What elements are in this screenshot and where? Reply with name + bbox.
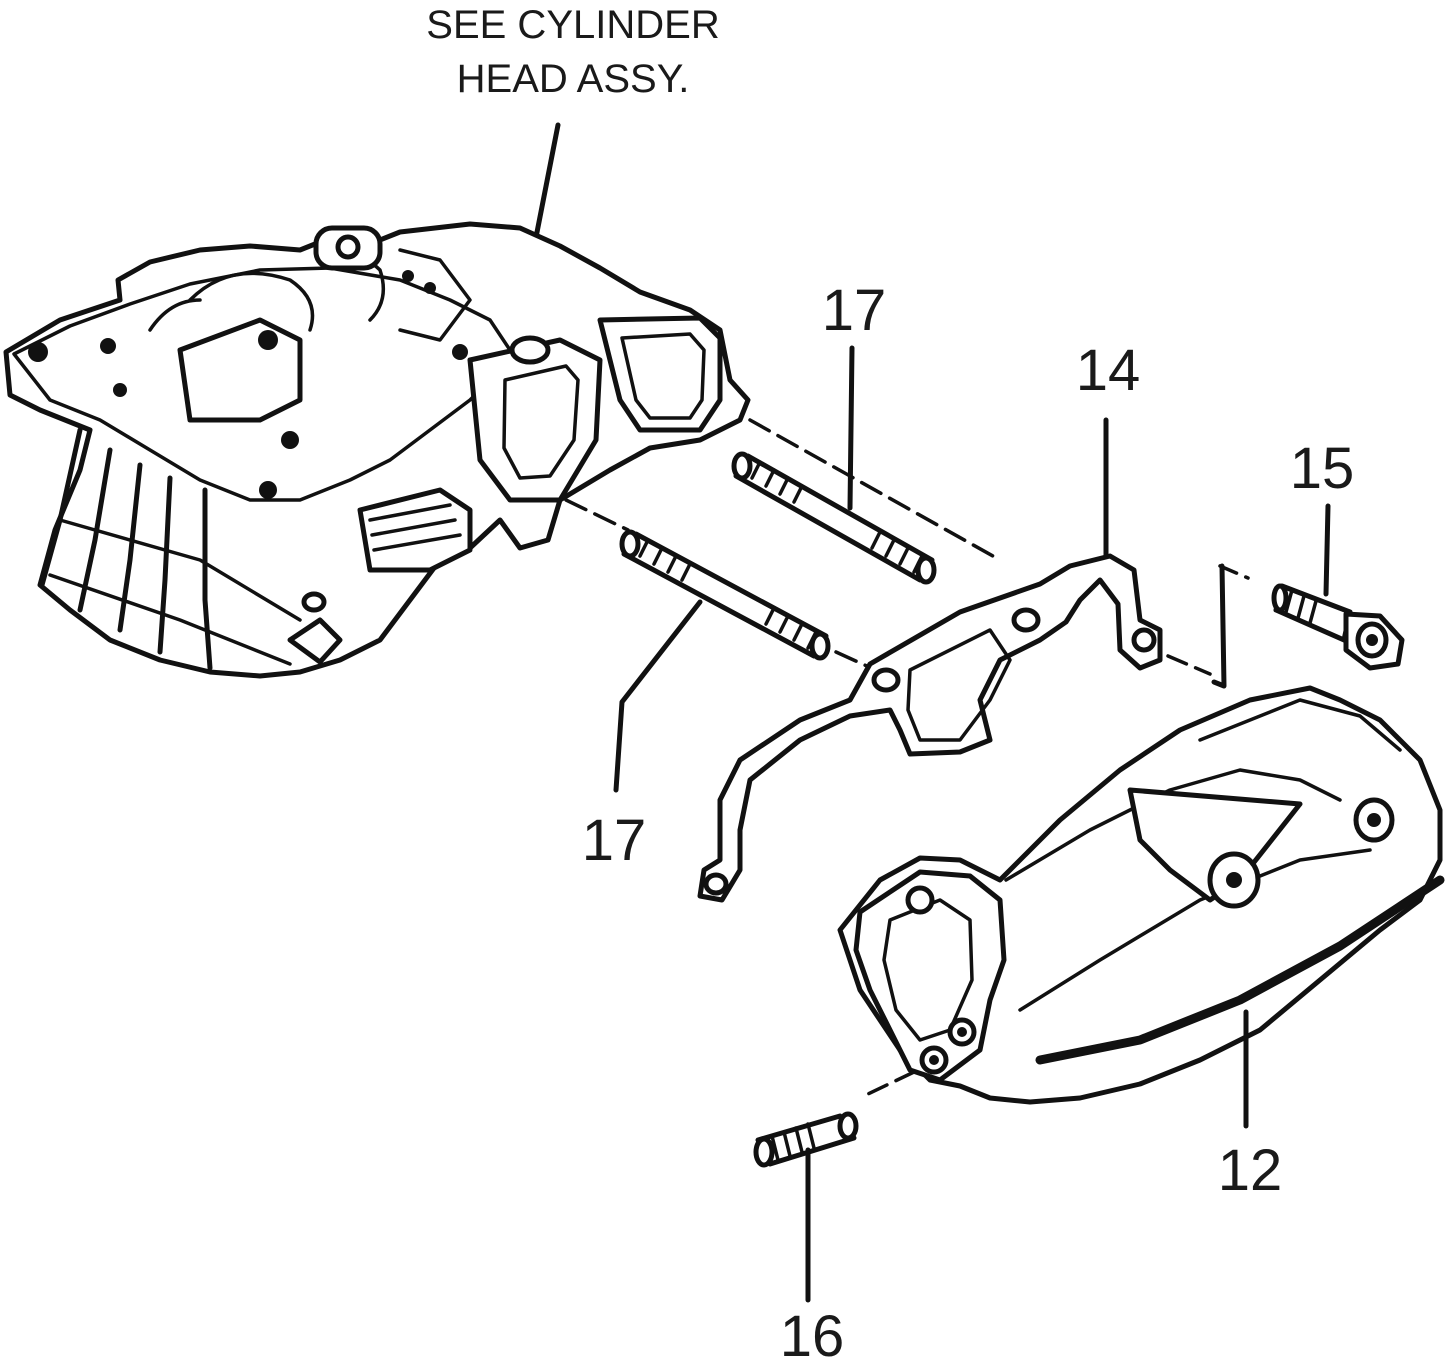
callout-15: 15 [1290, 436, 1355, 501]
exhaust-gasket-14 [697, 553, 1212, 903]
bolt-15 [1211, 563, 1405, 689]
callout-14: 14 [1076, 338, 1141, 403]
callout-17-top: 17 [822, 278, 887, 343]
stud-17-upper [731, 418, 1002, 585]
callout-numbers: 17 17 14 15 12 16 [582, 278, 1355, 1361]
note-line-1: SEE CYLINDER [426, 3, 719, 47]
callout-17-bottom: 17 [582, 808, 647, 873]
stud-16 [753, 1111, 859, 1168]
exhaust-manifold-12 [837, 685, 1445, 1105]
note-line-2: HEAD ASSY. [457, 57, 690, 101]
leader-17-top [847, 345, 855, 511]
callout-16: 16 [780, 1304, 845, 1361]
leader-17-bottom [613, 599, 703, 793]
cylinder-head-reference-note: SEE CYLINDER HEAD ASSY. [426, 3, 720, 271]
leader-15 [1323, 503, 1331, 597]
cylinder-head-assembly [3, 221, 751, 679]
callout-leaders [613, 345, 1331, 1303]
callout-12: 12 [1218, 1138, 1283, 1203]
